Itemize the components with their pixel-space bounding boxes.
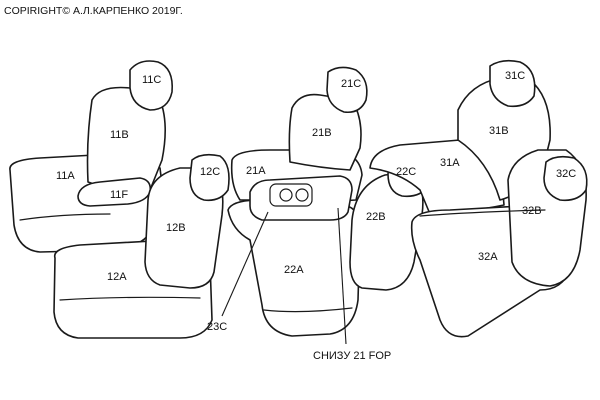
headrest-12C — [189, 153, 230, 202]
label-21C: 21C — [341, 78, 362, 90]
headrest-31C — [489, 59, 536, 108]
label-11A: 11A — [56, 170, 75, 182]
label-11C: 11C — [142, 74, 162, 86]
label-32C: 32C — [556, 168, 577, 180]
label-23C: 23C — [207, 321, 228, 333]
label-31B: 31B — [489, 125, 509, 137]
label-12B: 12B — [166, 222, 186, 234]
headrest-11C — [129, 60, 174, 111]
label-12A: 12A — [107, 271, 127, 283]
backrest-11B — [86, 86, 166, 191]
backrest-22B — [349, 171, 424, 291]
headrest-32C — [543, 155, 588, 202]
backrest-31A — [369, 139, 505, 215]
seat-12 — [53, 153, 230, 339]
seat-21 — [227, 66, 368, 337]
copyright-notice: COPIRIGHT© А.Л.КАРПЕНКО 2019Г. — [4, 5, 183, 17]
label-32A: 32A — [478, 251, 498, 263]
leader-23C — [221, 211, 269, 317]
label-21B: 21B — [312, 127, 332, 139]
seat-11 — [9, 60, 174, 253]
headrest-21C — [326, 66, 368, 114]
label-11B: 11B — [110, 129, 129, 141]
label-12C: 12C — [200, 166, 221, 178]
leader-underside — [337, 207, 347, 345]
label-11F: 11F — [110, 189, 129, 201]
label-underside-21-fop: СНИЗУ 21 FOP — [313, 350, 392, 362]
console-23 — [249, 175, 353, 221]
seat-31 — [369, 59, 588, 338]
label-31A: 31A — [440, 157, 460, 169]
label-22B: 22B — [366, 211, 386, 223]
label-21A: 21A — [246, 165, 266, 177]
backrest-21B — [288, 93, 362, 171]
label-22C: 22C — [396, 166, 417, 178]
label-22A: 22A — [284, 264, 304, 276]
label-31C: 31C — [505, 70, 526, 82]
label-32B: 32B — [522, 205, 542, 217]
